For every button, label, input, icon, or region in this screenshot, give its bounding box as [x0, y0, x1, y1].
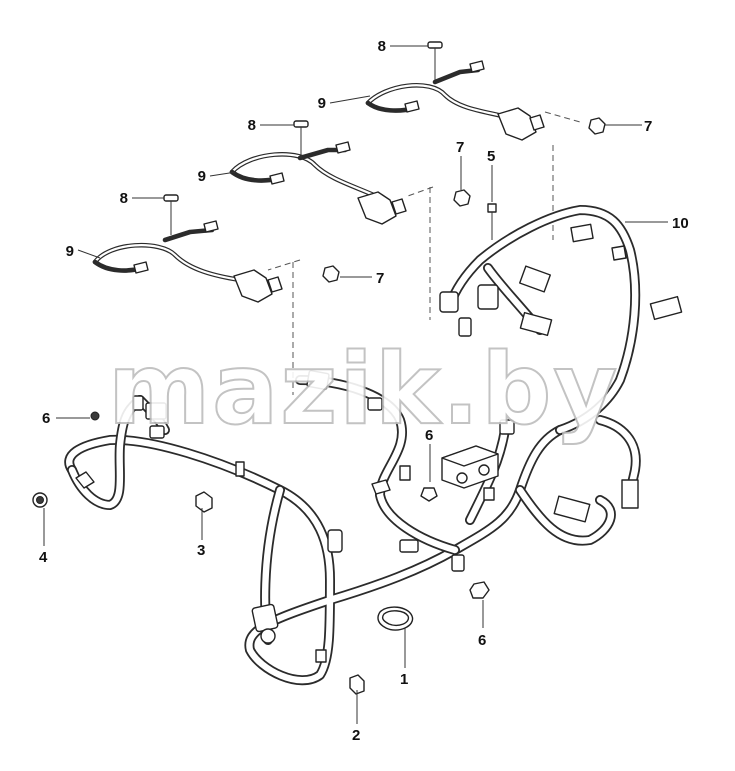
watermark-text: mazik.by — [108, 333, 619, 447]
callout-2: 2 — [352, 727, 360, 744]
callout-1: 1 — [400, 671, 408, 688]
callout-8-top: 8 — [378, 38, 386, 55]
fasteners — [32, 117, 606, 695]
callout-6-center: 6 — [425, 427, 433, 444]
callout-7-lower: 7 — [376, 270, 384, 287]
sensor-lead-middle — [229, 141, 407, 225]
callout-9-middle: 9 — [198, 168, 206, 185]
callout-labels: 8 9 8 9 8 9 7 7 7 5 10 6 6 6 4 3 2 1 — [39, 38, 689, 744]
callout-6-bottom: 6 — [478, 632, 486, 649]
callout-leader-lines — [43, 45, 668, 724]
sensor-lead-lower — [92, 220, 283, 303]
assembly-guide-lines — [267, 111, 581, 395]
harness-connectors — [132, 223, 683, 644]
callout-7-middle: 7 — [456, 139, 464, 156]
callout-8-middle: 8 — [248, 117, 256, 134]
callout-4: 4 — [39, 549, 48, 566]
callout-7-top: 7 — [644, 118, 652, 135]
callout-9-top: 9 — [318, 95, 326, 112]
callout-6-left: 6 — [42, 410, 50, 427]
sensor-lead-top — [365, 60, 545, 141]
grommet-parts-8 — [163, 41, 443, 235]
callout-8-lower: 8 — [120, 190, 128, 207]
callout-10: 10 — [672, 215, 689, 232]
callout-3: 3 — [197, 542, 205, 559]
callout-5: 5 — [487, 148, 495, 165]
harness-clips — [75, 245, 627, 663]
callout-9-lower: 9 — [66, 243, 74, 260]
